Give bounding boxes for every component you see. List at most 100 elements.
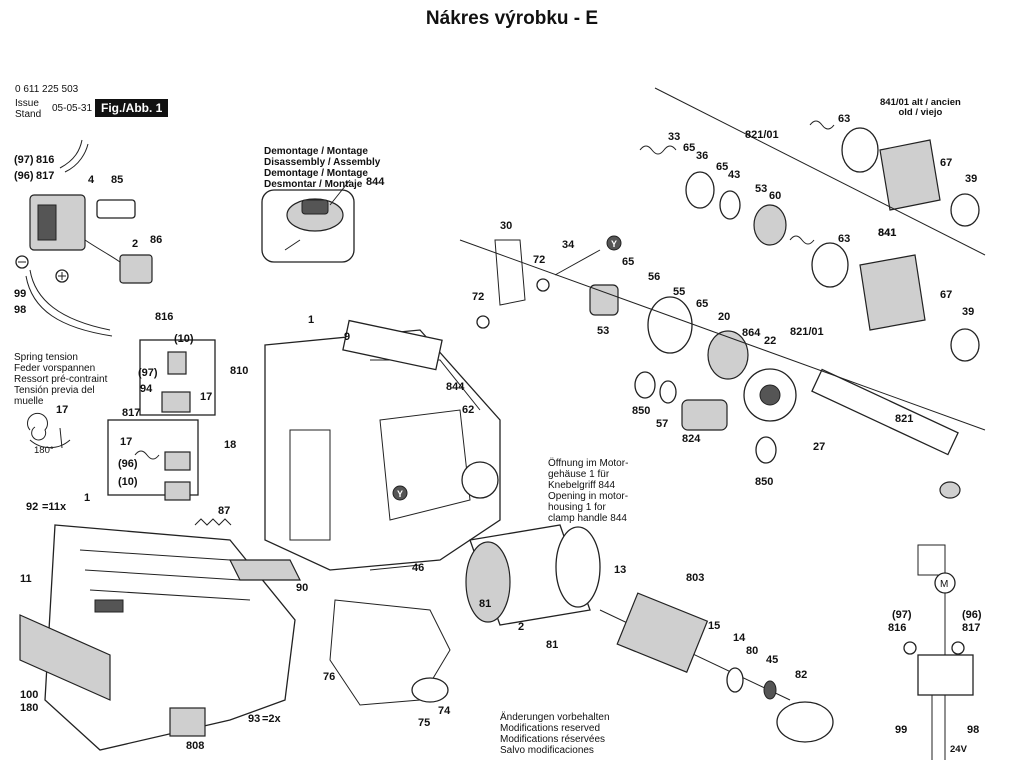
wiring-schematic: M [903,544,974,760]
part-label: 180 [20,702,38,714]
part-label: 45 [766,654,778,666]
part-label: 81 [479,598,491,610]
part-label: 821/01 [745,129,779,141]
part-label: 30 [500,220,512,232]
part-label: 93 [248,713,260,725]
part-label: 1 [84,492,90,504]
part-label: 55 [673,286,685,298]
part-label: 90 [296,582,308,594]
fan-82 [776,701,834,743]
page-title: Nákres výrobku - E [425,8,599,29]
spring-87 [194,518,232,526]
part-label: 65 [696,298,708,310]
part-label: 46 [412,562,424,574]
part-label: (97) [138,367,158,379]
part-label: 33 [668,131,680,143]
part-label: 87 [218,505,230,517]
demontage-note: Demontage / Montage Disassembly / Assemb… [264,146,381,190]
part-label: 98 [967,724,979,736]
part-label: (97) [14,154,34,166]
part-label: 17 [56,404,68,416]
part-label: 53 [597,325,609,337]
plus-icon [951,641,965,655]
opening-note: Öffnung im Motor- gehäuse 1 für Knebelgr… [548,458,629,524]
part-label: 39 [965,173,977,185]
part-label: 74 [438,705,451,717]
part-label: 1 [308,314,314,326]
part-label: Y [397,489,403,499]
motor-housing [264,319,501,571]
part-label: 816 [155,311,173,323]
gearbox-parts [476,239,961,499]
part-label: 2 [132,238,138,250]
part-label: 850 [632,405,650,417]
part-label: 817 [962,622,980,634]
part-label: 817 [36,170,54,182]
part-label: 2 [518,621,524,633]
part-label: 72 [472,291,484,303]
part-label: 11 [20,573,32,585]
part-label: 75 [418,717,430,729]
part-label: 72 [533,254,545,266]
part-label: 94 [140,383,153,395]
part-label: 62 [462,404,474,416]
part-label: (96) [14,170,34,182]
voltage-label: 24V [950,744,967,755]
chuck-assemblies [639,120,980,362]
part-label: 67 [940,289,952,301]
part-label: 13 [614,564,626,576]
minus-icon [903,641,917,655]
part-label: 34 [562,239,575,251]
part-label: (10) [174,333,194,345]
part-label: 15 [708,620,720,632]
clip-74 [411,677,449,703]
part-label: 14 [733,632,746,644]
part-label: 57 [656,418,668,430]
part-label: 39 [962,306,974,318]
part-label: 92 [26,501,38,513]
part-label: 100 [20,689,38,701]
armature [599,592,791,701]
part-label: 60 [769,190,781,202]
part-label: 99 [14,288,26,300]
part-label: 816 [36,154,54,166]
spring-angle: 180° [34,445,54,456]
switch-assembly [15,139,153,337]
part-label: 99 [895,724,907,736]
part-label: 63 [838,233,850,245]
part-label: 803 [686,572,704,584]
spring-tension-note: Spring tension Feder vorspannen Ressort … [14,352,108,407]
part-label: Y [611,239,617,249]
part-label: (96) [118,458,138,470]
part-label: 4 [88,174,95,186]
part-label: 63 [838,113,850,125]
part-label: 36 [696,150,708,162]
part-label: 76 [323,671,335,683]
part-label: 86 [150,234,162,246]
part-label: 841 [878,227,896,239]
part-label: (97) [892,609,912,621]
part-label: 43 [728,169,740,181]
part-label: 85 [111,174,123,186]
part-label: 841 [878,227,896,239]
part-label: 82 [795,669,807,681]
part-label: 65 [683,142,695,154]
part-label: 824 [682,433,701,445]
issue-date: 05-05-31 [52,103,93,114]
part-label: 810 [230,365,248,377]
part-label: 98 [14,304,26,316]
demontage-inset [261,179,355,263]
part-label: 9 [344,331,350,343]
stator [465,524,601,626]
label-808 [169,707,206,737]
part-label: 67 [940,157,952,169]
part-label: 81 [546,639,558,651]
switch-module [119,254,153,284]
part-label: 844 [446,381,465,393]
switch-trigger [96,199,136,219]
part-label: 65 [716,161,728,173]
part-label: 80 [746,645,758,657]
part-label: 27 [813,441,825,453]
